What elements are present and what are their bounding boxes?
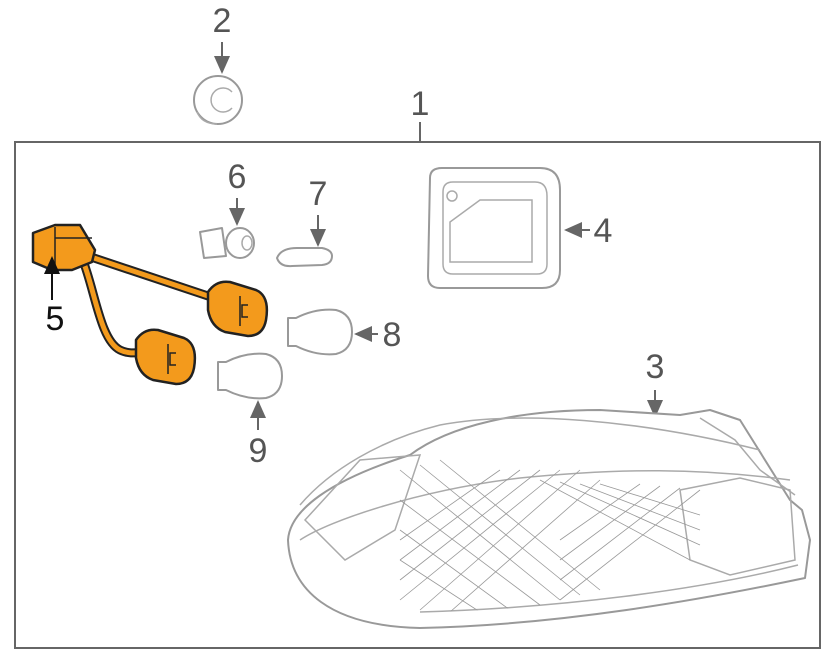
callout-1[interactable]: 1 (411, 85, 430, 142)
svg-text:6: 6 (228, 158, 247, 196)
bulb-part-8[interactable] (287, 308, 353, 356)
callout-6[interactable]: 6 (228, 158, 247, 226)
svg-text:4: 4 (594, 212, 613, 250)
callout-4[interactable]: 4 (564, 212, 613, 250)
svg-text:8: 8 (383, 316, 402, 354)
callout-7[interactable]: 7 (309, 175, 328, 247)
bulb-part-9[interactable] (217, 352, 283, 400)
svg-text:9: 9 (249, 432, 268, 470)
callout-2[interactable]: 2 (213, 2, 232, 74)
bulb-part-7[interactable] (276, 247, 333, 268)
callout-9[interactable]: 9 (249, 400, 268, 470)
svg-text:3: 3 (646, 348, 665, 386)
wiring-harness-part-5[interactable] (31, 223, 269, 386)
marker-lamp-part-4[interactable] (427, 167, 561, 289)
lamp-lens-part-3[interactable] (287, 409, 811, 629)
callout-5[interactable]: 5 (44, 256, 65, 338)
svg-text:7: 7 (309, 175, 328, 213)
svg-text:5: 5 (46, 300, 65, 338)
svg-text:1: 1 (411, 85, 430, 123)
callout-8[interactable]: 8 (354, 316, 402, 354)
grommet-part-2[interactable] (193, 75, 243, 125)
socket-part-6[interactable] (199, 227, 255, 259)
svg-text:2: 2 (213, 2, 232, 40)
callout-3[interactable]: 3 (646, 348, 665, 418)
